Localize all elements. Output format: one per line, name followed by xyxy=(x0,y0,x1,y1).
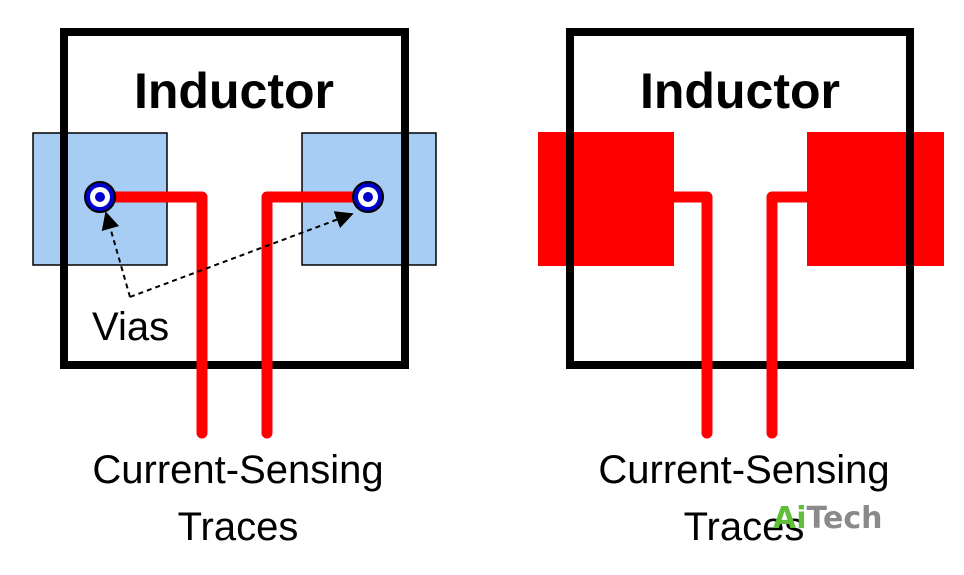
right-pad-1 xyxy=(538,132,674,266)
right-inductor-title: Inductor xyxy=(640,63,840,119)
left-via-1 xyxy=(84,181,116,213)
left-via-2 xyxy=(352,181,384,213)
right-panel: Inductor Current-Sensing Traces xyxy=(538,28,944,549)
right-inductor-outline xyxy=(566,28,914,369)
left-caption-line1: Current-Sensing xyxy=(92,448,383,492)
right-trace-2 xyxy=(766,191,813,439)
left-caption-line2: Traces xyxy=(178,505,299,549)
aitech-watermark: AiTech xyxy=(773,501,882,536)
left-inductor-outline xyxy=(60,28,409,369)
right-trace-1 xyxy=(668,191,713,439)
left-trace-1 xyxy=(94,191,208,439)
svg-text:AiTech: AiTech xyxy=(773,501,882,536)
right-caption-line1: Current-Sensing xyxy=(598,448,889,492)
left-trace-2 xyxy=(261,191,374,439)
vias-label: Vias xyxy=(92,305,169,349)
right-caption-line2: Traces xyxy=(684,505,805,549)
via-arrow-left xyxy=(101,211,131,298)
left-panel: Inductor Vias Current-Sensing Traces xyxy=(32,28,437,549)
watermark-tech: Tech xyxy=(807,501,883,536)
watermark-ai: Ai xyxy=(773,501,807,536)
left-inductor-title: Inductor xyxy=(134,63,334,119)
right-pad-2 xyxy=(807,132,944,266)
via-arrow-right xyxy=(129,211,354,298)
